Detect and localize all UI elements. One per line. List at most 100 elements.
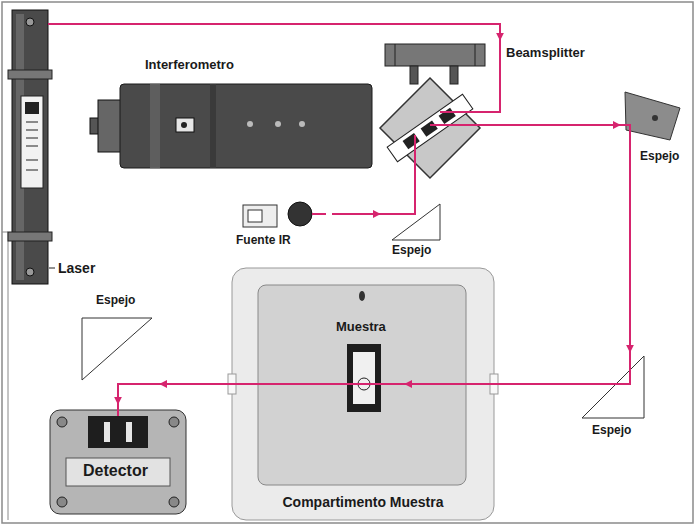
- part-label: Espejo: [640, 150, 679, 164]
- beam-path: [414, 182, 416, 198]
- interferometer-body: [299, 121, 305, 127]
- beam-path: [160, 383, 325, 385]
- internal-beam: [325, 383, 405, 385]
- laser-unit: Laser: [6, 6, 112, 290]
- interferometer-body: [181, 122, 187, 128]
- laser-body: [12, 10, 48, 284]
- interferometer-body: [475, 44, 476, 66]
- ir-source: Fuente IR: [226, 198, 332, 254]
- detector-body: [169, 497, 179, 507]
- beamsplitter-housing: [387, 94, 473, 162]
- sample-compartment: [228, 268, 498, 520]
- laser-body: [26, 146, 38, 147]
- beam-path: [604, 124, 620, 126]
- detector-body: [57, 497, 67, 507]
- internal-beam: [118, 384, 160, 392]
- laser-body: [26, 130, 38, 131]
- sample-holder: [347, 344, 381, 412]
- internal-beam: [380, 198, 415, 214]
- mirror: [625, 92, 680, 140]
- internal-beam: [48, 24, 630, 416]
- mirror: [625, 92, 680, 140]
- part-label: Compartimento Muestra: [282, 494, 443, 510]
- beam-path: [112, 24, 500, 40]
- laser-body: [26, 160, 38, 161]
- beam-path: [117, 392, 119, 404]
- interferometer-body: [385, 44, 485, 66]
- internal-beam: [48, 23, 112, 25]
- ir-source: [243, 202, 312, 227]
- beamsplitter-housing: [421, 120, 438, 136]
- detector-body: [50, 410, 186, 514]
- part-label: Interferometro: [145, 58, 234, 73]
- interferometer-body: [120, 84, 372, 168]
- interferometer-body: [176, 118, 194, 132]
- laser-body: [26, 138, 38, 139]
- part-label: Espejo: [392, 244, 431, 258]
- mirror: [82, 318, 152, 380]
- sample-compartment: [359, 291, 365, 301]
- leader-line: [49, 268, 55, 269]
- part-label: Laser: [58, 260, 95, 276]
- laser-body: [26, 170, 38, 171]
- mirror: [652, 115, 658, 121]
- beam-path: [405, 383, 570, 385]
- internal-beam: [430, 124, 604, 126]
- sample-compartment: MuestraCompartimento Muestra: [232, 268, 494, 520]
- detector-body: [66, 458, 170, 486]
- part-label: Beamsplitter: [506, 46, 585, 61]
- ir-source: [243, 205, 277, 227]
- interferometer-body: [450, 66, 458, 84]
- detector-body: [57, 417, 67, 427]
- internal-beam: [570, 352, 630, 384]
- beamsplitter-housing: [380, 78, 480, 178]
- detector-body: [126, 422, 132, 442]
- laser-body: [21, 96, 43, 188]
- mirror: [582, 356, 644, 418]
- laser-body: [8, 10, 52, 284]
- sample: Muestra: [325, 318, 405, 420]
- internal-beam: [414, 135, 416, 182]
- part-label: Espejo: [592, 424, 631, 438]
- interferometer-body: [410, 66, 418, 84]
- internal-beam: [620, 125, 630, 170]
- interferometer-body: [247, 121, 253, 127]
- mirror: Espejo: [68, 292, 160, 392]
- mirror: Espejo: [620, 86, 692, 170]
- beam-path: [332, 213, 380, 215]
- internal-beam: [312, 213, 326, 215]
- laser-body: [25, 102, 39, 114]
- laser-body: [26, 268, 34, 276]
- beamsplitter-housing: [439, 108, 456, 124]
- interferometer-body: [395, 44, 396, 66]
- part-label: Espejo: [96, 294, 135, 308]
- detector-body: [50, 410, 186, 514]
- detector-body: [169, 417, 179, 427]
- interferometer-body: [98, 100, 122, 152]
- mirror: Espejo: [380, 198, 456, 262]
- internal-beam: [117, 404, 119, 416]
- internal-beam: [440, 40, 500, 112]
- beamsplitter-housing: [387, 94, 473, 162]
- laser-body: [26, 122, 38, 123]
- detector: Detector: [40, 404, 196, 520]
- interferometer-body: [210, 84, 216, 168]
- beamsplitter: Beamsplitter: [365, 40, 604, 182]
- sample-compartment: [232, 268, 494, 520]
- mirror: Espejo: [570, 352, 668, 445]
- interferometer: Interferometro: [115, 48, 362, 172]
- interferometer-body: [150, 84, 160, 168]
- beamsplitter-housing: [380, 78, 480, 178]
- detector-body: [88, 416, 148, 448]
- part-label: Muestra: [336, 320, 386, 335]
- part-label: Detector: [83, 462, 148, 480]
- beam-path: [629, 170, 631, 352]
- ir-source: [288, 202, 312, 226]
- sample-holder: [347, 344, 381, 412]
- laser-body: [8, 70, 52, 79]
- ir-source: [248, 210, 262, 222]
- sample-holder: [353, 352, 375, 404]
